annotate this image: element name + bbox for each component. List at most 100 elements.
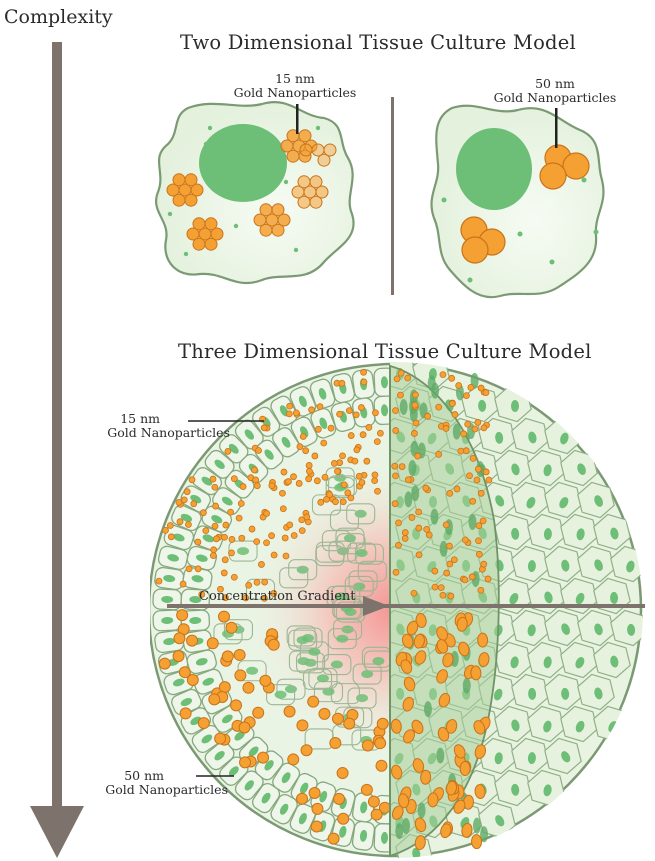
cell-nucleus bbox=[372, 657, 385, 666]
cell-nucleus bbox=[436, 747, 445, 764]
cell-nucleus bbox=[478, 399, 487, 412]
gold-nanoparticle-large bbox=[259, 674, 272, 687]
gold-nanoparticle-large bbox=[311, 802, 324, 815]
gold-nanoparticle-large bbox=[337, 812, 350, 825]
gold-nanoparticle-small bbox=[295, 480, 303, 487]
gold-nanoparticle-small bbox=[376, 429, 384, 437]
cell-nucleus bbox=[189, 617, 202, 625]
gold-nanoparticle-small bbox=[305, 462, 313, 469]
label-15nm-2d: 15 nm Gold Nanoparticles bbox=[222, 72, 368, 100]
gold-nanoparticle-large bbox=[412, 758, 425, 773]
two-d-title: Two Dimensional Tissue Culture Model bbox=[180, 31, 576, 54]
gold-nanoparticle-small bbox=[285, 410, 293, 418]
gold-nanoparticle-small bbox=[401, 535, 409, 542]
cell-nucleus bbox=[528, 687, 537, 700]
gold-nanoparticle-small bbox=[260, 424, 268, 432]
cell-nucleus bbox=[316, 674, 329, 683]
gold-nanoparticle-small bbox=[439, 591, 447, 599]
cell-nucleus bbox=[511, 719, 520, 732]
core-cell bbox=[315, 545, 345, 567]
core-cell bbox=[346, 503, 376, 525]
gold-nanoparticle-large bbox=[296, 719, 309, 732]
gold-nanoparticle-small bbox=[431, 583, 439, 591]
gold-nanoparticle bbox=[184, 193, 198, 207]
cell-nucleus bbox=[261, 792, 271, 804]
cell-nucleus bbox=[561, 751, 571, 763]
gold-nanoparticle-small bbox=[290, 532, 298, 539]
core-cell bbox=[347, 542, 377, 564]
gold-nanoparticle-large bbox=[415, 613, 427, 628]
gold-nanoparticle bbox=[253, 213, 267, 227]
label-50nm-2d-size: 50 nm bbox=[535, 76, 575, 91]
gold-nanoparticle-large bbox=[474, 744, 487, 759]
gold-nanoparticle-large bbox=[461, 822, 473, 838]
core-cell bbox=[288, 650, 318, 672]
gold-nanoparticle-small bbox=[450, 556, 458, 564]
vesicle-dot bbox=[467, 277, 473, 283]
gold-nanoparticle-small bbox=[373, 438, 381, 446]
nucleus-2d-right bbox=[456, 128, 532, 210]
cell-nucleus bbox=[202, 534, 215, 543]
gold-nanoparticle-small bbox=[270, 551, 278, 559]
vesicle-dot bbox=[283, 179, 289, 185]
gold-nanoparticle-small bbox=[185, 521, 192, 528]
gold-nanoparticle-small bbox=[252, 476, 260, 484]
gold-nanoparticle-small bbox=[480, 560, 488, 568]
cell-nucleus bbox=[462, 677, 471, 694]
gold-nanoparticle-large bbox=[360, 783, 373, 796]
gold-nanoparticle-small bbox=[162, 526, 169, 534]
gold-nanoparticle-small bbox=[268, 482, 276, 490]
gold-nanoparticle-small bbox=[253, 578, 261, 586]
cell-nucleus bbox=[527, 752, 536, 765]
core-cell bbox=[279, 567, 309, 589]
gold-nanoparticle-small bbox=[448, 374, 456, 382]
gold-nanoparticle-small bbox=[299, 433, 307, 440]
gold-nanoparticle-large bbox=[436, 639, 449, 654]
gold-nanoparticle-large bbox=[453, 799, 466, 814]
gold-nanoparticle-large bbox=[367, 795, 380, 808]
cell-nucleus bbox=[543, 656, 552, 669]
gold-nanoparticle-small bbox=[475, 550, 483, 558]
gold-nanoparticle-large bbox=[414, 817, 427, 833]
gold-nanoparticle-large bbox=[456, 616, 468, 632]
gold-nanoparticle-small bbox=[475, 522, 483, 530]
cell-nucleus bbox=[211, 515, 223, 524]
core-cell bbox=[327, 628, 357, 650]
cell-50nm-2d bbox=[430, 104, 605, 299]
gold-nanoparticle-large bbox=[376, 717, 389, 730]
gold-nanoparticle-large bbox=[296, 792, 309, 805]
vesicle-dot bbox=[167, 211, 173, 217]
gold-nanoparticle-large bbox=[257, 751, 270, 764]
gold-nanoparticle-small bbox=[305, 475, 313, 483]
gold-nanoparticle-small bbox=[371, 471, 379, 479]
cell-nucleus bbox=[298, 812, 307, 825]
gold-nanoparticle-small bbox=[460, 430, 468, 438]
gold-nanoparticle-large bbox=[252, 706, 265, 719]
cell-nucleus bbox=[409, 406, 418, 423]
gold-nanoparticle bbox=[186, 227, 200, 241]
gold-nanoparticle-small bbox=[245, 581, 253, 589]
gold-nanoparticle bbox=[323, 143, 337, 157]
cell-nucleus bbox=[412, 847, 421, 858]
cell-nucleus bbox=[172, 678, 185, 687]
cell-nucleus bbox=[359, 829, 368, 842]
gold-nanoparticle-small bbox=[397, 391, 404, 399]
gold-nanoparticle-small bbox=[298, 527, 306, 535]
gold-nanoparticle-small bbox=[268, 532, 275, 540]
gold-nanoparticle-large bbox=[172, 650, 185, 663]
gold-nanoparticle bbox=[166, 183, 180, 197]
cell-nucleus bbox=[561, 623, 570, 635]
cell-nucleus bbox=[439, 540, 448, 557]
cell-nucleus bbox=[627, 623, 636, 636]
gold-nanoparticle-large bbox=[310, 820, 323, 833]
concentration-gradient-label: Concentration Gradient bbox=[199, 589, 356, 604]
gold-nanoparticle-large bbox=[390, 718, 402, 734]
cell-nucleus bbox=[300, 782, 309, 794]
gold-nanoparticle-small bbox=[395, 541, 402, 549]
gold-nanoparticle-small bbox=[352, 411, 360, 419]
gold-nanoparticle-small bbox=[263, 539, 270, 547]
gold-nanoparticle-small bbox=[183, 488, 191, 496]
gold-nanoparticle-large bbox=[440, 823, 452, 839]
cell-nucleus bbox=[228, 443, 239, 454]
cell-nucleus bbox=[361, 670, 374, 679]
